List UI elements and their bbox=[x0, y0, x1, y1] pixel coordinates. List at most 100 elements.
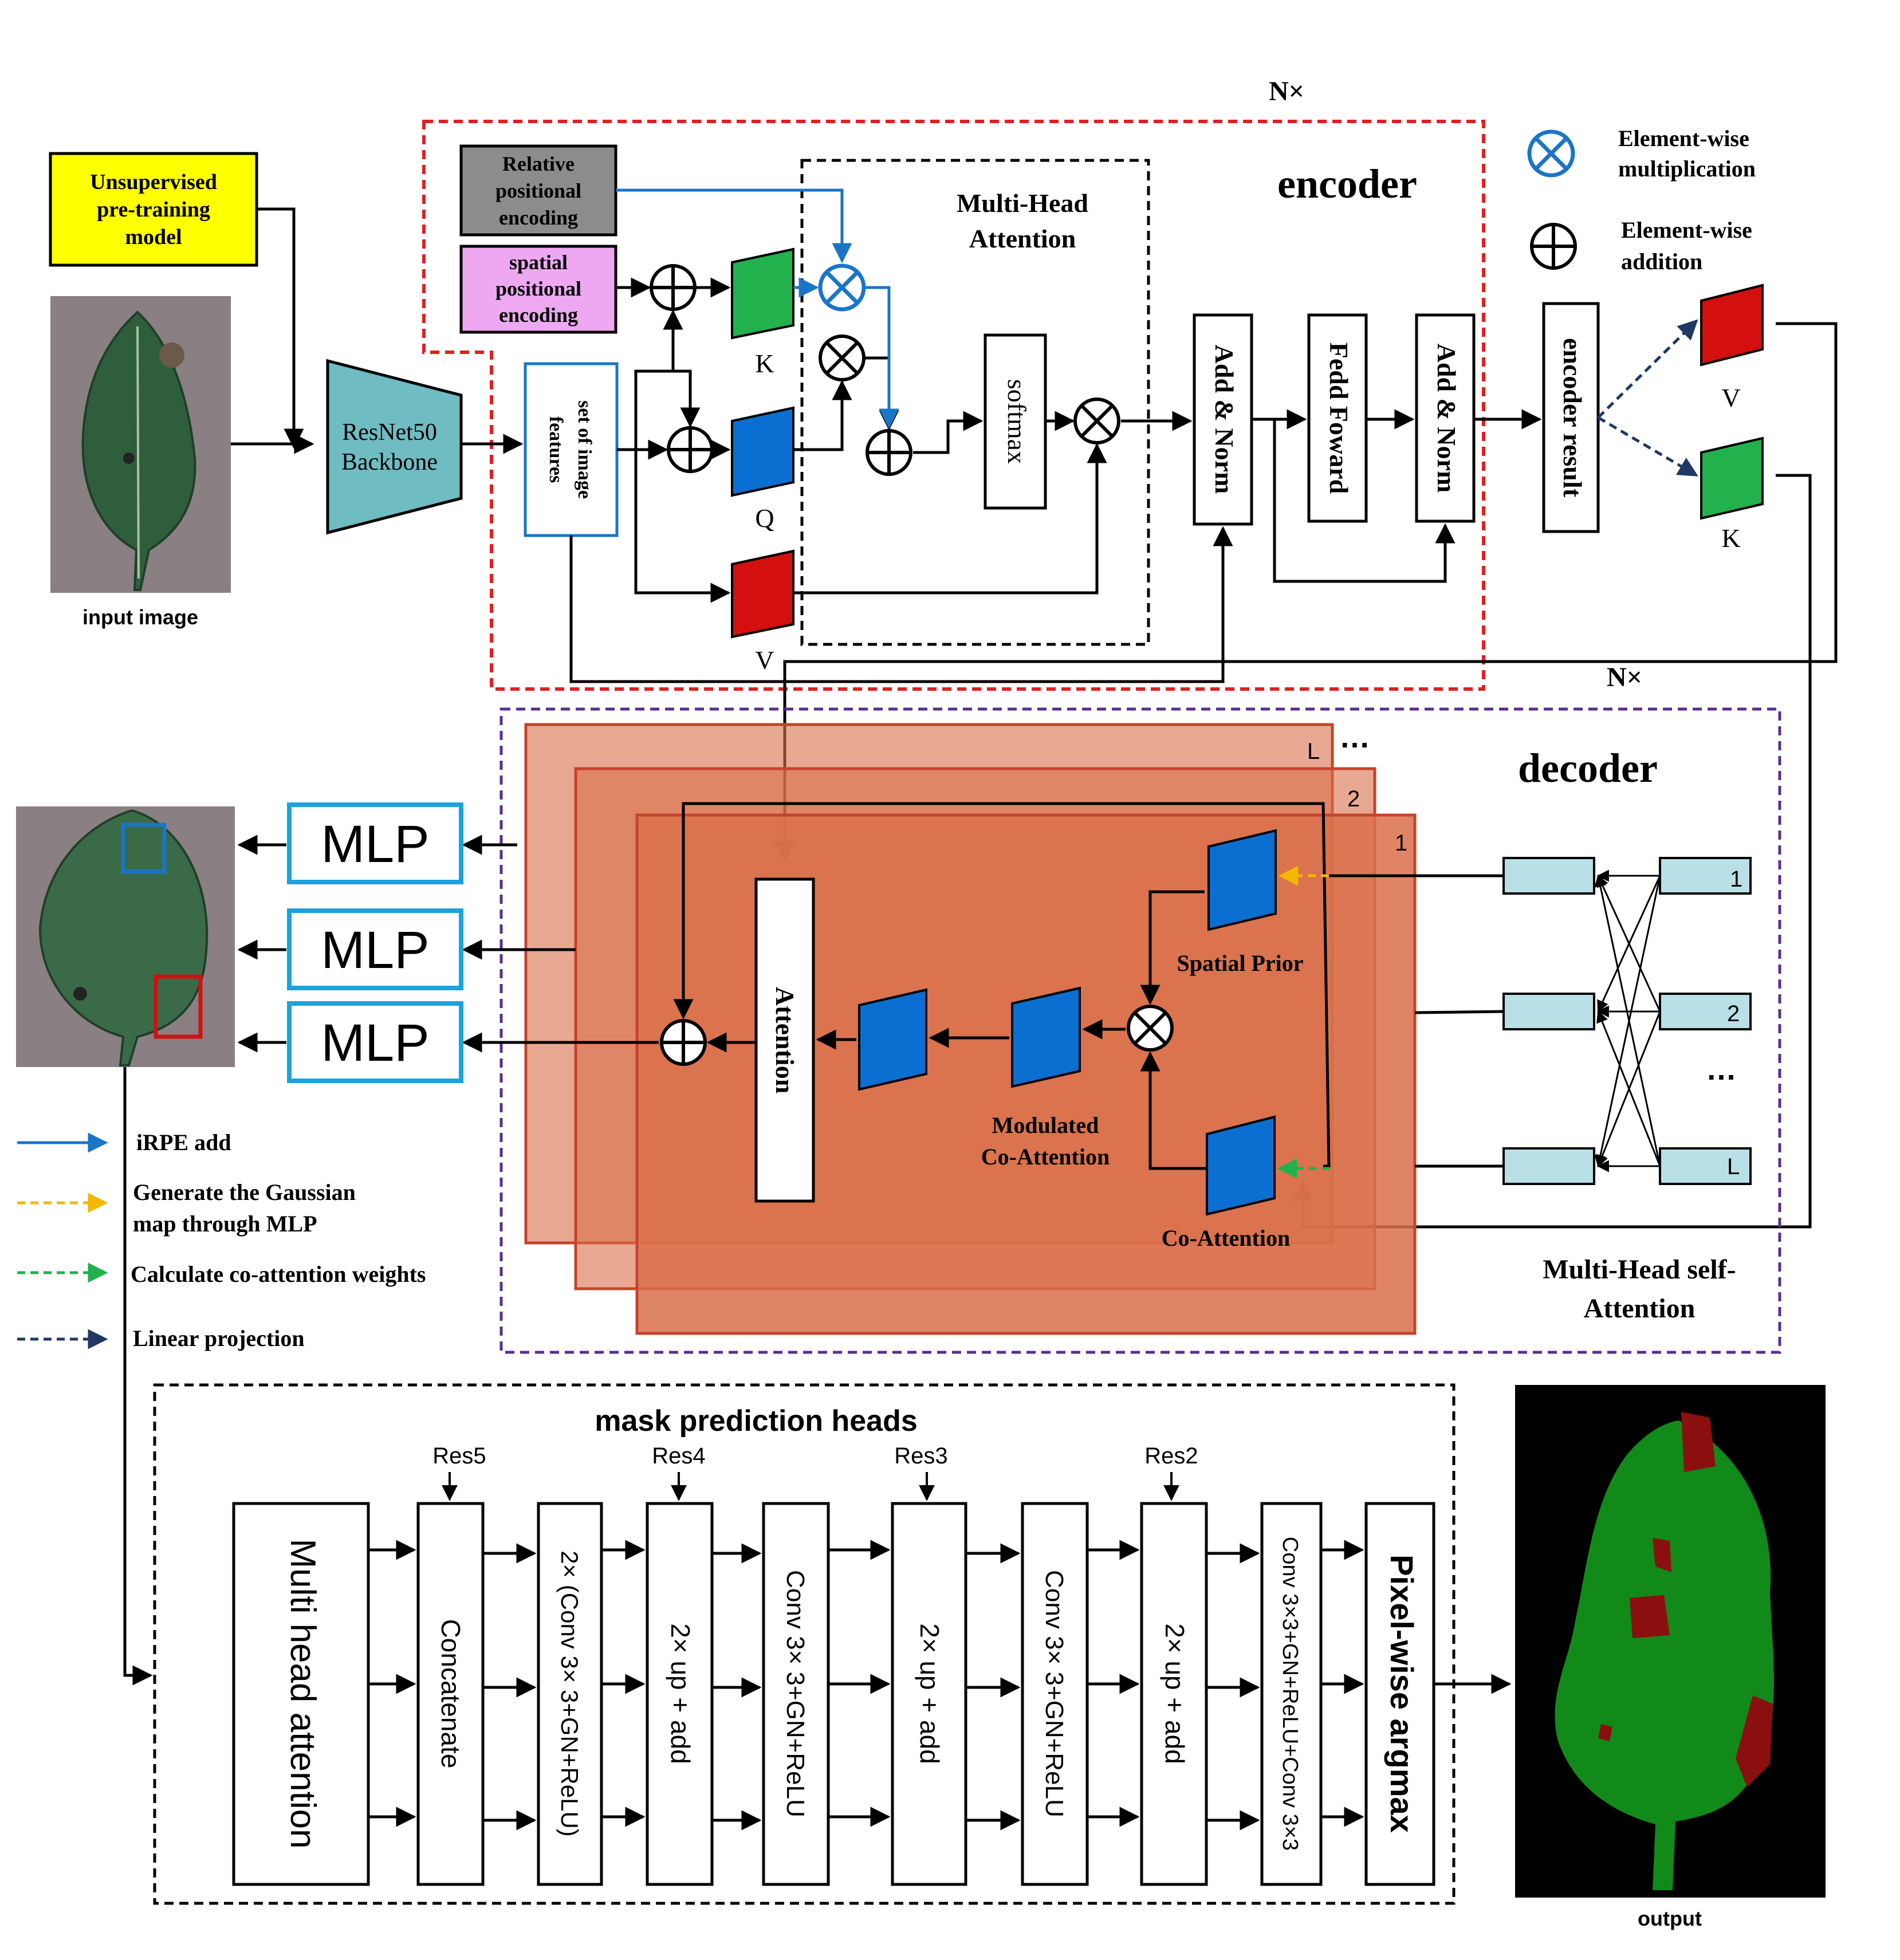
backbone-trapezoid bbox=[326, 359, 463, 535]
input-image bbox=[50, 296, 231, 593]
mha-label-2: Attention bbox=[969, 224, 1076, 253]
query-left-1 bbox=[1502, 857, 1595, 895]
irpe-arrows bbox=[616, 188, 899, 429]
image-features-box bbox=[524, 362, 619, 537]
spatial-pe-line-2: positional bbox=[495, 277, 581, 300]
add-norm-1-label: Add & Norm bbox=[1210, 345, 1239, 494]
legend-mul-icon bbox=[1529, 132, 1573, 175]
out-k-label: K bbox=[1721, 524, 1740, 553]
irpe-add-op bbox=[867, 431, 911, 474]
mlp-label-3: MLP bbox=[321, 1014, 429, 1072]
encoder-section: N× encoder Multi-Head Attention Unsuperv… bbox=[49, 76, 1838, 1229]
softmax-label: softmax bbox=[1002, 379, 1032, 464]
image-features-line-2: features bbox=[545, 416, 567, 483]
encoder-border bbox=[422, 120, 1485, 691]
mlp-box-2 bbox=[287, 908, 463, 990]
mask-block-4-label: 2× up + add bbox=[666, 1623, 695, 1764]
out-k-parallelogram bbox=[1700, 436, 1764, 520]
mask-block-10-label: Pixel-wise argmax bbox=[1384, 1554, 1420, 1833]
k-parallelogram bbox=[731, 247, 794, 340]
mask-block-9 bbox=[1260, 1502, 1323, 1886]
detection-image bbox=[16, 806, 235, 1067]
res4-label: Res4 bbox=[652, 1443, 705, 1469]
mask-block-3-label: 2× (Conv 3× 3+GN+ReLU) bbox=[556, 1550, 583, 1837]
unsupervised-box bbox=[49, 152, 258, 267]
mask-block-3 bbox=[537, 1502, 603, 1886]
legend-add-icon bbox=[1532, 225, 1575, 268]
mha-box bbox=[800, 159, 1150, 646]
res5-label: Res5 bbox=[432, 1443, 486, 1469]
attn-v-mul-op bbox=[1075, 399, 1119, 443]
output-label: output bbox=[1638, 1907, 1702, 1930]
encoder-result-box bbox=[1542, 302, 1600, 533]
add-op-q bbox=[668, 428, 712, 471]
k-label: K bbox=[755, 349, 774, 378]
legend-linear-label: Linear projection bbox=[133, 1325, 305, 1351]
spatial-prior-parallelogram bbox=[1207, 829, 1277, 931]
mlp-box-3 bbox=[287, 1001, 463, 1083]
spatial-pe-box bbox=[459, 245, 617, 334]
output-image bbox=[1515, 1385, 1826, 1898]
mhsa-label-1: Multi-Head self- bbox=[1543, 1254, 1736, 1285]
softmax-box bbox=[984, 333, 1047, 510]
mask-block-7-label: Conv 3× 3+GN+ReLU bbox=[1040, 1570, 1068, 1817]
mlp-box-1 bbox=[287, 802, 463, 884]
mask-block-2-label: Concatenate bbox=[436, 1619, 466, 1769]
res2-label: Res2 bbox=[1144, 1443, 1198, 1469]
mask-block-2 bbox=[416, 1502, 485, 1886]
query-right-2 bbox=[1659, 993, 1752, 1030]
relative-pe-box bbox=[459, 144, 617, 237]
query-right-L bbox=[1659, 1147, 1752, 1185]
mask-heads-title: mask prediction heads bbox=[595, 1404, 918, 1438]
mask-block-arrows bbox=[368, 1540, 1512, 1831]
backbone-line-2: Backbone bbox=[341, 449, 438, 475]
co-attention-label: Co-Attention bbox=[1162, 1225, 1290, 1251]
mask-block-9-label: Conv 3×3+GN+ReLU+Conv 3×3 bbox=[1278, 1537, 1302, 1851]
mask-block-5 bbox=[762, 1502, 830, 1886]
mask-block-6-label: 2× up + add bbox=[915, 1623, 945, 1764]
mask-block-5-label: Conv 3× 3+GN+ReLU bbox=[781, 1570, 809, 1817]
mask-block-8-label: 2× up + add bbox=[1160, 1623, 1190, 1764]
mhsa-label-2: Attention bbox=[1584, 1293, 1696, 1324]
feed-forward-label: Fedd Foward bbox=[1324, 343, 1354, 494]
qk-mul-op bbox=[820, 336, 864, 380]
q-label: Q bbox=[755, 503, 774, 533]
legend-coattn-label: Calculate co-attention weights bbox=[131, 1261, 426, 1287]
add-op-k bbox=[651, 266, 695, 309]
mask-block-8 bbox=[1140, 1502, 1208, 1886]
image-features-line-1: set of image bbox=[574, 400, 595, 499]
relative-pe-line-3: encoding bbox=[499, 206, 578, 229]
mlp-label-1: MLP bbox=[321, 815, 429, 873]
legend-mul-line-1: Element-wise bbox=[1618, 125, 1749, 151]
legend-mul-line-2: multiplication bbox=[1618, 156, 1756, 182]
encoder-nx-label: N× bbox=[1269, 76, 1304, 107]
query-left-L bbox=[1502, 1147, 1595, 1185]
encoder-title: encoder bbox=[1277, 161, 1417, 207]
mask-block-1 bbox=[232, 1502, 370, 1886]
legend-irpe-label: iRPE add bbox=[136, 1129, 231, 1155]
v-parallelogram bbox=[731, 549, 794, 639]
decoder-connectors bbox=[123, 802, 1504, 1686]
out-v-label: V bbox=[1721, 383, 1740, 412]
mask-block-4 bbox=[646, 1502, 714, 1886]
query-left-2 bbox=[1502, 993, 1595, 1030]
irpe-mul-op bbox=[820, 266, 864, 309]
decoder-section: N× decoder L … 2 1 Attention Spatial Pri… bbox=[16, 662, 1781, 1686]
add-norm-2-label: Add & Norm bbox=[1432, 344, 1461, 493]
attn-feature-parallelogram bbox=[858, 988, 927, 1091]
decoder-mul-op bbox=[1128, 1006, 1172, 1050]
linear-projection-arrows bbox=[1597, 319, 1699, 477]
decoder-layer-L-label: L bbox=[1307, 739, 1320, 764]
unsupervised-line-1: Unsupervised bbox=[90, 170, 217, 194]
legend-gaussian-line-1: Generate the Gaussian bbox=[133, 1179, 356, 1205]
decoder-layer-1-label: 1 bbox=[1395, 831, 1407, 856]
query-right-1-label: 1 bbox=[1730, 867, 1742, 892]
decoder-add-op bbox=[662, 1021, 705, 1064]
relative-pe-line-2: positional bbox=[495, 179, 581, 202]
decoder-nx-label: N× bbox=[1607, 662, 1642, 692]
add-norm-2-box bbox=[1415, 313, 1476, 523]
v-label: V bbox=[755, 646, 774, 675]
spatial-pe-line-1: spatial bbox=[509, 251, 568, 274]
input-image-label: input image bbox=[82, 605, 198, 629]
